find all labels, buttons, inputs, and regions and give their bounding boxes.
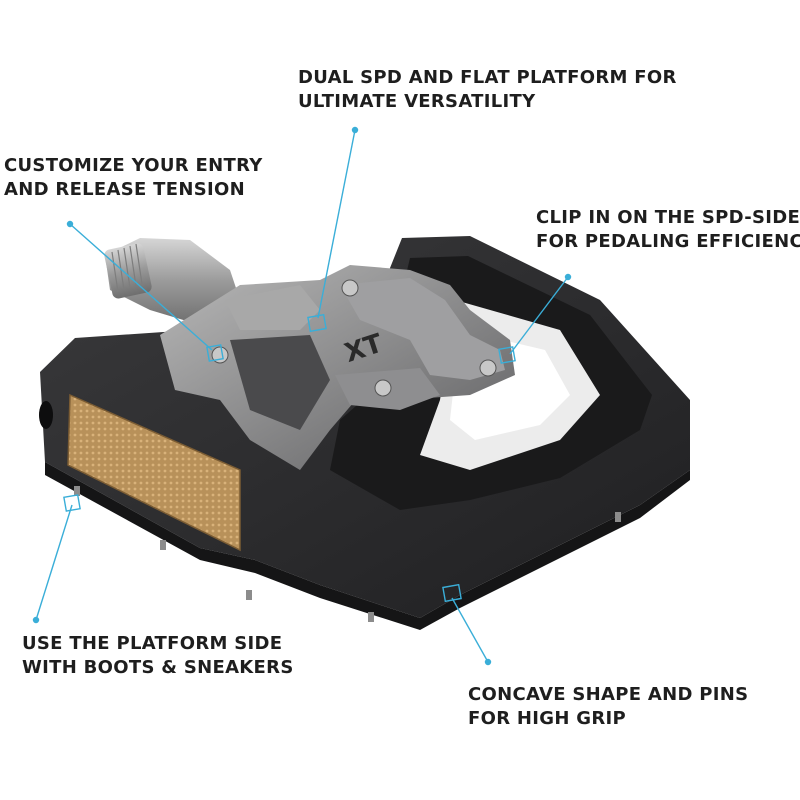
spd-mechanism: XT [160, 265, 515, 470]
screw [341, 279, 359, 297]
callout-platform-side: USE THE PLATFORM SIDE WITH BOOTS & SNEAK… [22, 632, 294, 680]
callout-line: AND RELEASE TENSION [4, 179, 245, 200]
side-hole [39, 401, 53, 429]
callout-line: USE THE PLATFORM SIDE [22, 633, 283, 654]
callout-line: DUAL SPD AND FLAT PLATFORM FOR [298, 67, 677, 88]
screw [374, 379, 392, 397]
callout-line: FOR PEDALING EFFICIENCY [536, 231, 800, 252]
leader-lines [32, 126, 572, 666]
grip-pins [74, 486, 621, 622]
callout-line: ULTIMATE VERSATILITY [298, 91, 536, 112]
tension-screw [211, 346, 229, 364]
spindle [104, 238, 240, 325]
callout-line: CONCAVE SHAPE AND PINS [468, 684, 749, 705]
callout-line: FOR HIGH GRIP [468, 708, 627, 729]
callout-clip-in: CLIP IN ON THE SPD-SIDE FOR PEDALING EFF… [536, 206, 800, 254]
callout-line: WITH BOOTS & SNEAKERS [22, 657, 294, 678]
callout-dual-platform: DUAL SPD AND FLAT PLATFORM FOR ULTIMATE … [298, 66, 677, 114]
callout-tension: CUSTOMIZE YOUR ENTRY AND RELEASE TENSION [4, 154, 263, 202]
callout-line: CUSTOMIZE YOUR ENTRY [4, 155, 263, 176]
reflector [67, 393, 241, 552]
callout-concave: CONCAVE SHAPE AND PINS FOR HIGH GRIP [468, 683, 748, 731]
callout-line: CLIP IN ON THE SPD-SIDE [536, 207, 800, 228]
screw [479, 359, 497, 377]
